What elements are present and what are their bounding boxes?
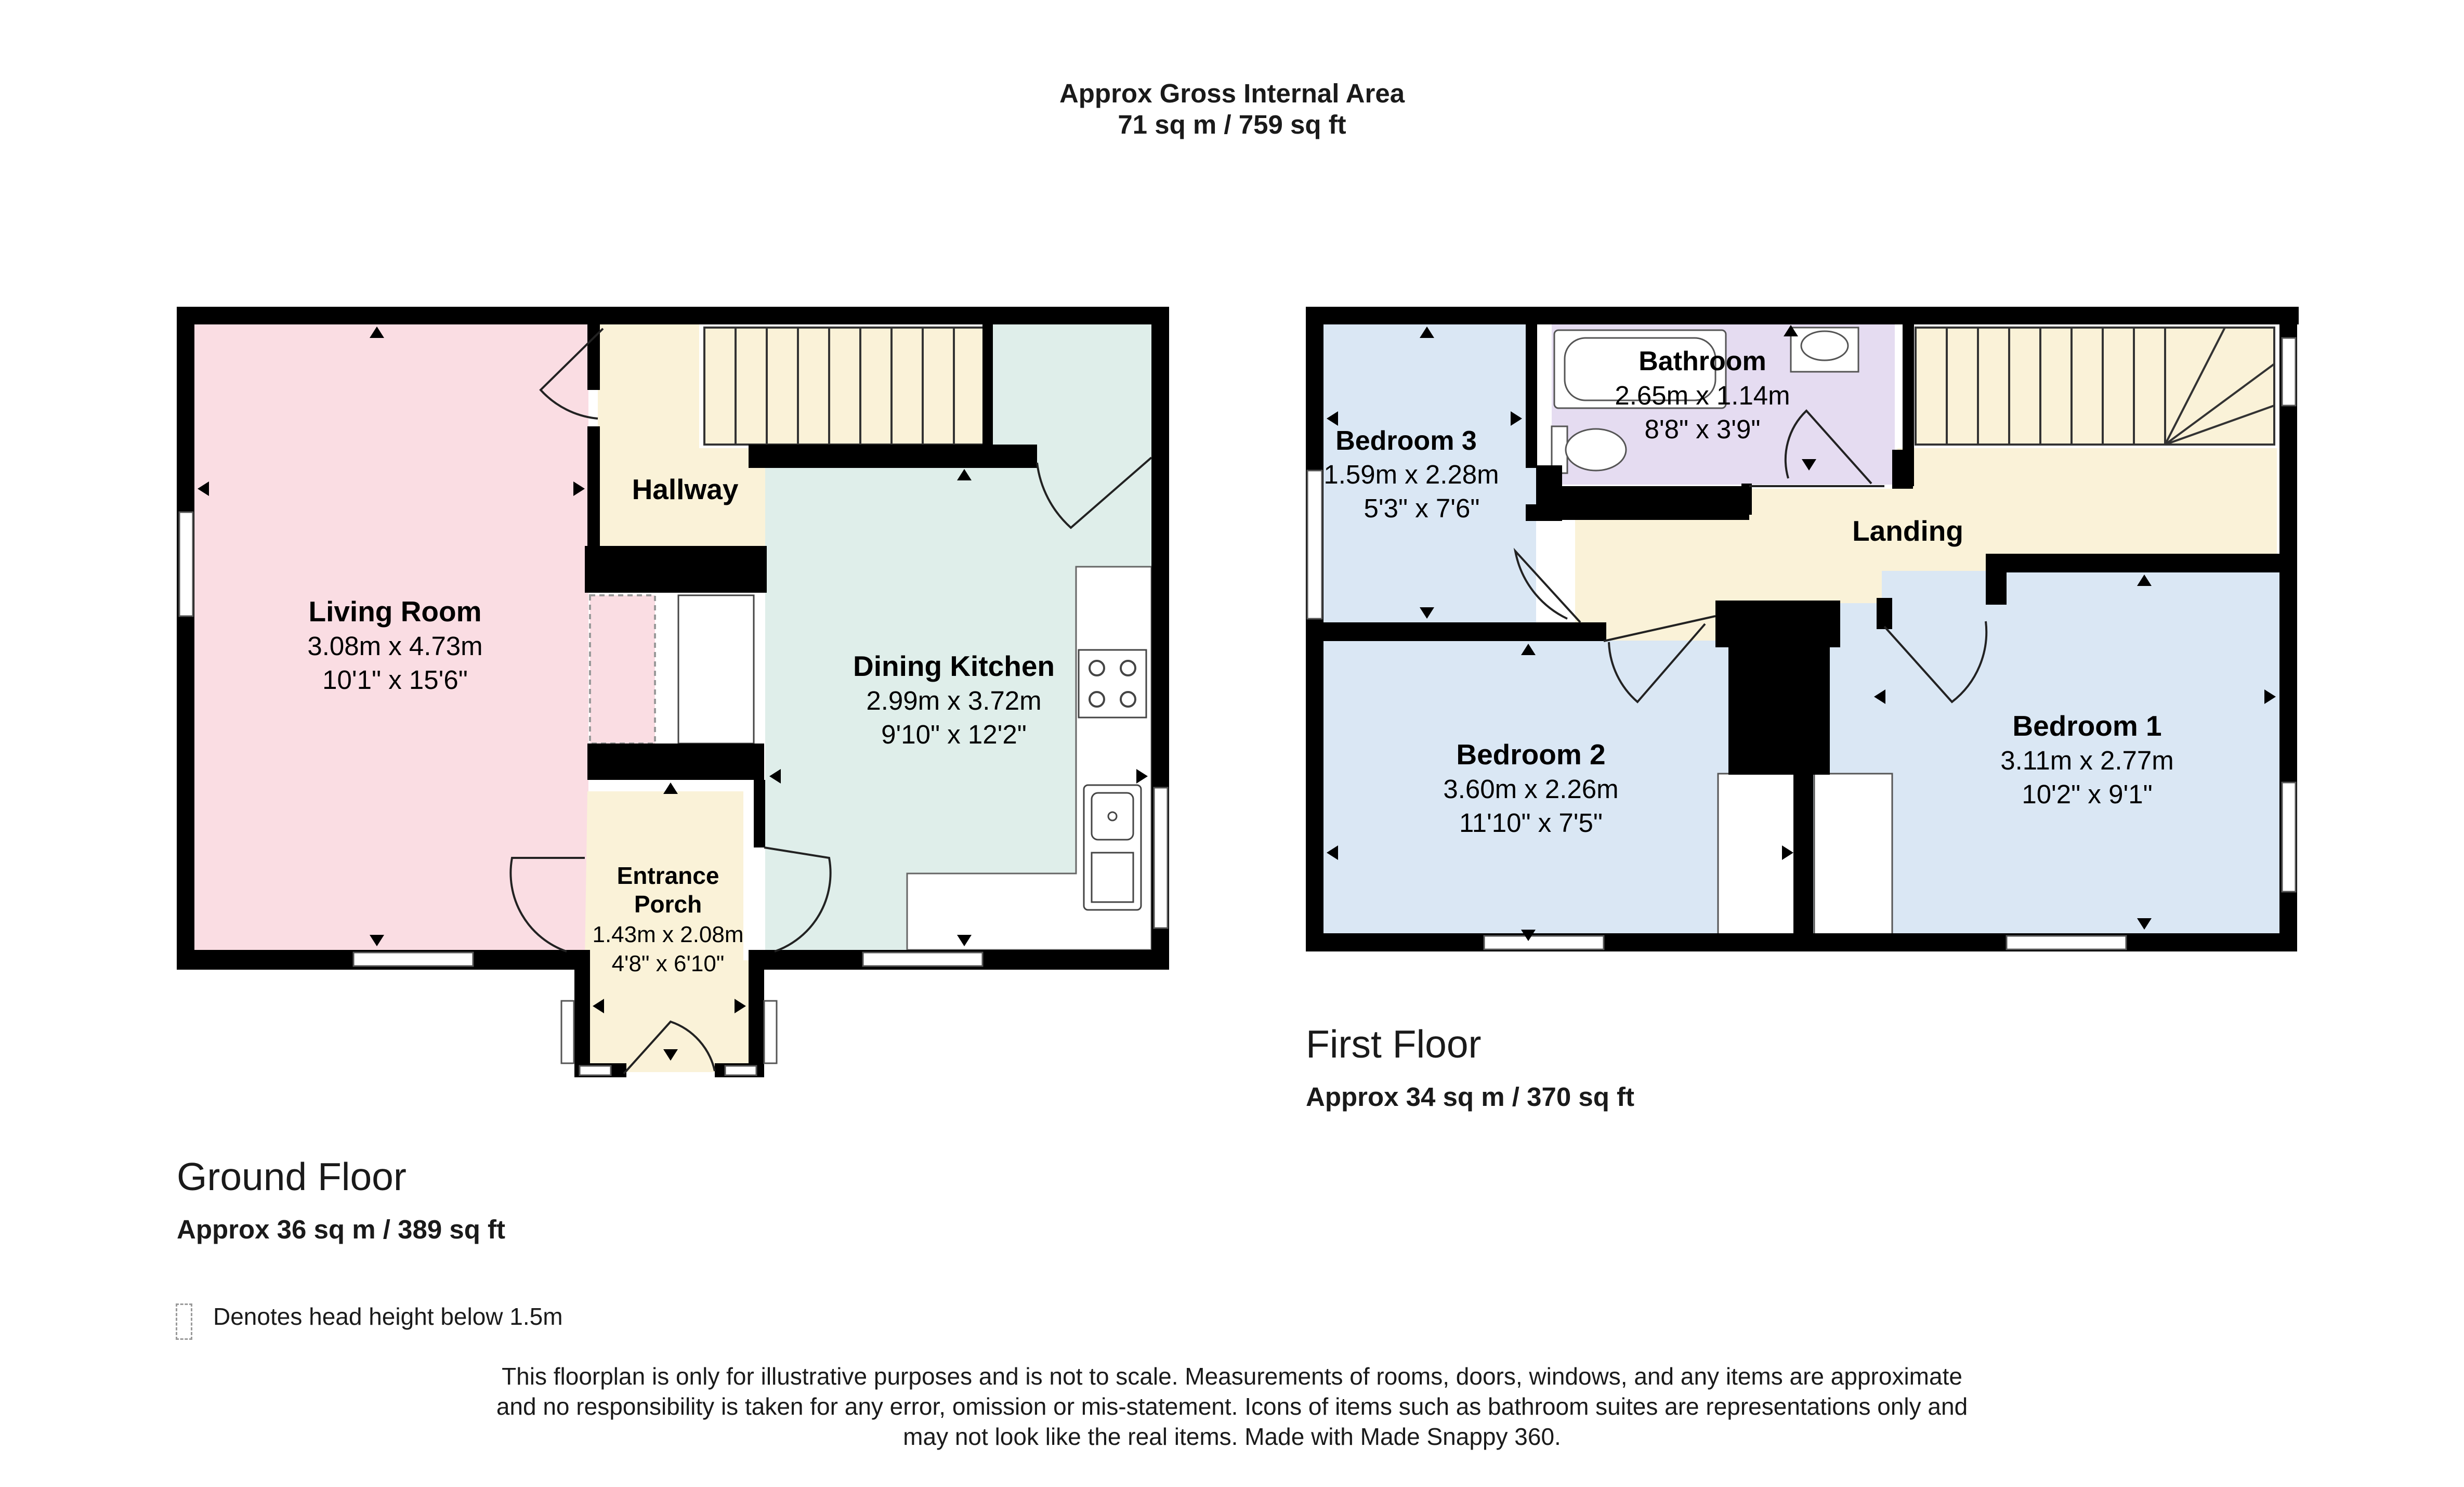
first-floor-plan: Bedroom 3 1.59m x 2.28m 5'3" x 7'6" Bath… xyxy=(1306,307,2299,951)
porch-name-line2: Porch xyxy=(634,891,702,918)
bedroom2-imperial: 11'10" x 7'5" xyxy=(1459,808,1603,838)
ground-stairs xyxy=(703,327,986,446)
bedroom2-metric: 3.60m x 2.26m xyxy=(1443,774,1618,804)
cupboard xyxy=(677,594,755,745)
gross-area-title: Approx Gross Internal Area xyxy=(1059,79,1405,108)
bedroom2-name: Bedroom 2 xyxy=(1456,738,1605,771)
basin-icon xyxy=(1790,327,1859,373)
bedroom1-imperial: 10'2" x 9'1" xyxy=(2022,779,2152,809)
ground-floor-area: Approx 36 sq m / 389 sq ft xyxy=(177,1215,506,1244)
living-room-imperial: 10'1" x 15'6" xyxy=(322,665,468,695)
bedroom1-name: Bedroom 1 xyxy=(2012,710,2161,742)
porch-imperial: 4'8" x 6'10" xyxy=(612,951,725,976)
hallway-name: Hallway xyxy=(632,473,739,505)
porch-name-line1: Entrance xyxy=(617,862,719,889)
ground-arrows xyxy=(198,327,1148,1061)
first-floor-area: Approx 34 sq m / 370 sq ft xyxy=(1306,1082,1635,1112)
gross-area-value: 71 sq m / 759 sq ft xyxy=(1118,110,1346,139)
bath-icon xyxy=(1553,329,1727,409)
bedroom3-name: Bedroom 3 xyxy=(1335,426,1477,456)
first-walls xyxy=(1306,307,2299,951)
landing-name: Landing xyxy=(1852,515,1963,547)
porch-area xyxy=(577,791,749,1072)
hob-icon xyxy=(1078,649,1147,719)
ground-windows xyxy=(178,511,1169,1076)
disclaimer-line-1: This floorplan is only for illustrative … xyxy=(502,1363,1962,1390)
ground-floor-title: Ground Floor xyxy=(177,1155,407,1198)
bedroom3-imperial: 5'3" x 7'6" xyxy=(1364,493,1480,523)
disclaimer-line-3: may not look like the real items. Made w… xyxy=(903,1423,1561,1450)
bathroom-name: Bathroom xyxy=(1639,346,1766,376)
disclaimer-line-2: and no responsibility is taken for any e… xyxy=(496,1393,1968,1420)
wardrobe-right xyxy=(1813,773,1893,944)
bedroom3-metric: 1.59m x 2.28m xyxy=(1323,460,1499,489)
head-height-legend-text: Denotes head height below 1.5m xyxy=(213,1303,563,1330)
ground-doors xyxy=(509,328,1152,1075)
ground-floor-plan: Living Room 3.08m x 4.73m 10'1" x 15'6" … xyxy=(177,307,1169,1077)
bedroom3-area xyxy=(1323,323,1536,622)
dining-kitchen-metric: 2.99m x 3.72m xyxy=(866,686,1041,715)
bathroom-imperial: 8'8" x 3'9" xyxy=(1645,414,1761,444)
low-head-height-area xyxy=(589,594,656,745)
sink-icon xyxy=(1083,784,1142,911)
porch-metric: 1.43m x 2.08m xyxy=(592,922,743,947)
bedroom1-metric: 3.11m x 2.77m xyxy=(2000,746,2174,775)
disclaimer: This floorplan is only for illustrative … xyxy=(0,1361,2464,1452)
toilet-icon xyxy=(1551,425,1627,474)
first-windows xyxy=(1306,337,2297,950)
first-stairs xyxy=(1915,327,2275,446)
first-doors xyxy=(1513,409,1988,703)
bedroom2-area xyxy=(1323,641,1736,945)
ground-walls xyxy=(177,307,1169,1077)
first-floor-title: First Floor xyxy=(1306,1022,1482,1066)
living-room-area xyxy=(193,323,588,950)
dining-kitchen-imperial: 9'10" x 12'2" xyxy=(881,720,1027,749)
dining-kitchen-name: Dining Kitchen xyxy=(853,650,1055,682)
first-arrows xyxy=(1327,325,2276,941)
living-room-metric: 3.08m x 4.73m xyxy=(307,631,482,661)
living-room-name: Living Room xyxy=(308,595,481,628)
hallway-area xyxy=(598,323,765,551)
bathroom-metric: 2.65m x 1.14m xyxy=(1615,381,1790,410)
head-height-legend-icon xyxy=(176,1303,192,1340)
gross-area-header: Approx Gross Internal Area 71 sq m / 759… xyxy=(0,78,2464,140)
